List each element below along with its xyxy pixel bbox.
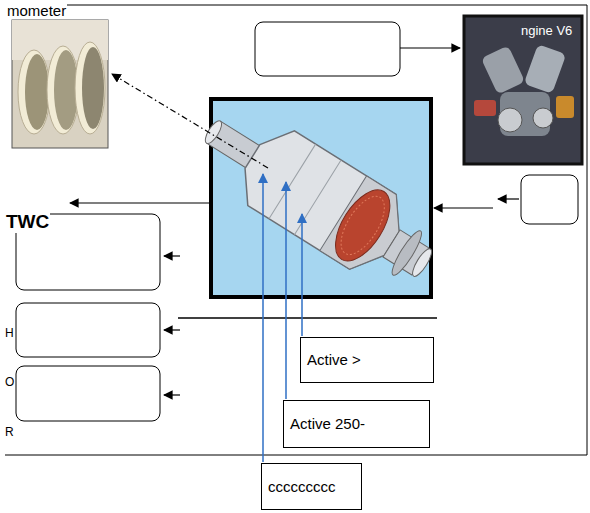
- part-label: TWC: [5, 211, 50, 233]
- empty-box: [16, 303, 160, 357]
- pointer-arrow: [70, 202, 209, 203]
- dash-dot-arrow: [112, 74, 268, 168]
- pointer-arrow: [164, 394, 180, 395]
- text-box: Active >: [300, 337, 434, 383]
- leader-line: [262, 174, 264, 462]
- box-text: Active >: [307, 351, 361, 369]
- divider-line: [178, 317, 437, 319]
- pointer-arrow: [498, 198, 519, 199]
- empty-box: [255, 22, 400, 76]
- letter-label: R: [4, 426, 15, 440]
- pointer-arrow: [434, 207, 493, 208]
- pointer-arrow: [164, 255, 180, 256]
- monolith-photo: [12, 20, 108, 148]
- frame-line: [5, 5, 587, 455]
- engine-photo: [464, 16, 582, 164]
- photo-caption: mometer: [6, 2, 67, 19]
- empty-box: [16, 366, 160, 421]
- text-box: ccccccccc: [261, 463, 362, 510]
- box-text: Active 250-: [290, 415, 365, 433]
- photo-caption: ngine V6: [520, 24, 573, 39]
- pointer-arrow: [164, 329, 180, 330]
- pointer-arrow: [400, 47, 460, 48]
- empty-box: [521, 175, 578, 224]
- converter-illustration: [186, 92, 450, 302]
- letter-label: O: [4, 376, 15, 390]
- leader-line: [285, 182, 287, 399]
- box-text: ccccccccc: [268, 478, 336, 496]
- text-box: Active 250-: [283, 400, 430, 448]
- letter-label: H: [4, 327, 15, 341]
- leader-line: [301, 214, 303, 336]
